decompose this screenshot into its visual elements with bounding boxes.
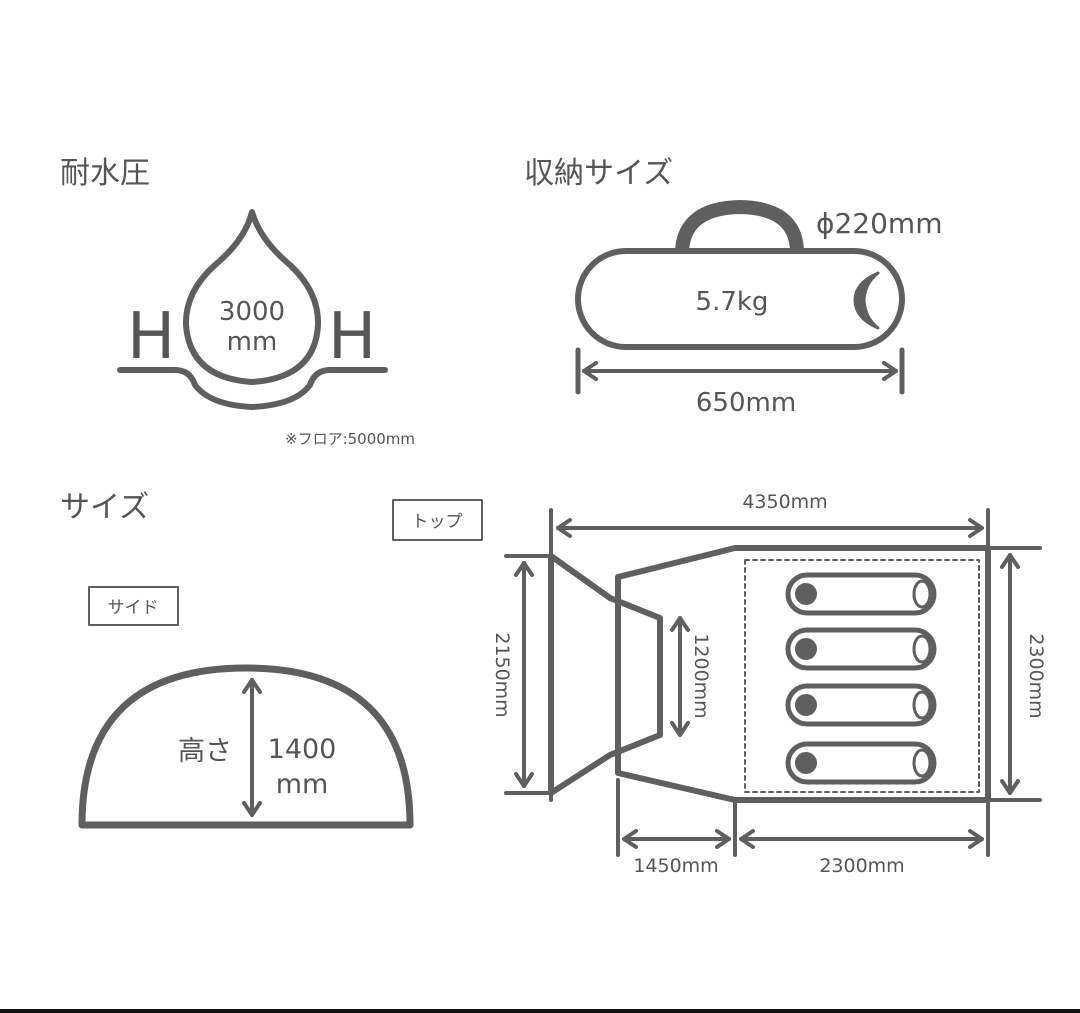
height-arrow-head-top — [242, 678, 262, 694]
sleeping-bag — [785, 683, 937, 727]
inner-width: 1200mm — [690, 633, 712, 718]
front-arrow-head-top — [514, 561, 534, 577]
sleeping-bag — [785, 572, 937, 616]
body-length: 2300mm — [819, 855, 904, 877]
bag-handle — [675, 200, 804, 251]
side-label-box — [88, 586, 179, 626]
bag-end-icon — [853, 271, 880, 330]
body-width-arrow-head-top — [1000, 553, 1020, 569]
tent-side-dome — [78, 664, 414, 829]
water-title: 耐水圧 — [60, 156, 150, 191]
side-view: サイズ サイド 高さ 1400 mm — [60, 490, 414, 829]
vest-len-arrow-head-right — [715, 829, 731, 849]
water-note: ※フロア:5000mm — [285, 430, 415, 448]
inner-room-dashed — [744, 559, 980, 793]
height-unit: mm — [276, 769, 329, 800]
storage-section: 収納サイズ ϕ220mm 5.7kg 650mm — [524, 156, 942, 418]
top-label: トップ — [412, 512, 463, 532]
storage-bag-icon — [575, 248, 905, 350]
height-arrow-head-bottom — [242, 801, 262, 817]
total-arrow-head-left — [556, 518, 572, 538]
total-length: 4350mm — [742, 491, 827, 513]
h-left-icon: H — [127, 300, 175, 374]
total-arrow-head-right — [968, 518, 984, 538]
height-label: 高さ — [178, 736, 232, 767]
top-view: トップ 4350mm 2150mm 1200mm — [392, 491, 1047, 877]
side-label: サイド — [108, 598, 159, 618]
length-arrow-head-right — [882, 361, 898, 381]
water-value: 3000 — [219, 297, 285, 327]
water-drop-icon — [182, 209, 322, 385]
inner-arrow-head-top — [670, 616, 690, 632]
storage-length: 650mm — [696, 388, 796, 418]
h-right-icon: H — [328, 300, 376, 374]
height-value: 1400 — [268, 734, 337, 765]
water-section: 耐水圧 H H 3000 mm ※フロア:5000mm — [60, 156, 415, 448]
body-width: 2300mm — [1025, 633, 1047, 718]
bottom-border — [0, 1009, 1080, 1013]
body-width-arrow-head-bottom — [1000, 779, 1020, 795]
front-arrow-head-bottom — [514, 772, 534, 788]
top-label-box — [392, 499, 483, 541]
sleeping-bag — [785, 741, 937, 785]
storage-title: 収納サイズ — [524, 156, 673, 191]
water-unit: mm — [227, 327, 278, 357]
storage-diameter: ϕ220mm — [816, 207, 942, 240]
sleeping-bag — [785, 627, 937, 671]
vestibule-length: 1450mm — [633, 855, 718, 877]
body-len-arrow-head-right — [968, 829, 984, 849]
body-len-arrow-head-left — [739, 829, 755, 849]
size-title: サイズ — [60, 490, 149, 525]
inner-arrow-head-bottom — [670, 721, 690, 737]
vest-len-arrow-head-left — [622, 829, 638, 849]
storage-weight: 5.7kg — [696, 287, 769, 317]
ground-line — [117, 367, 388, 410]
length-arrow-head-left — [582, 361, 598, 381]
front-width: 2150mm — [491, 632, 513, 717]
vestibule-outline — [548, 553, 663, 796]
